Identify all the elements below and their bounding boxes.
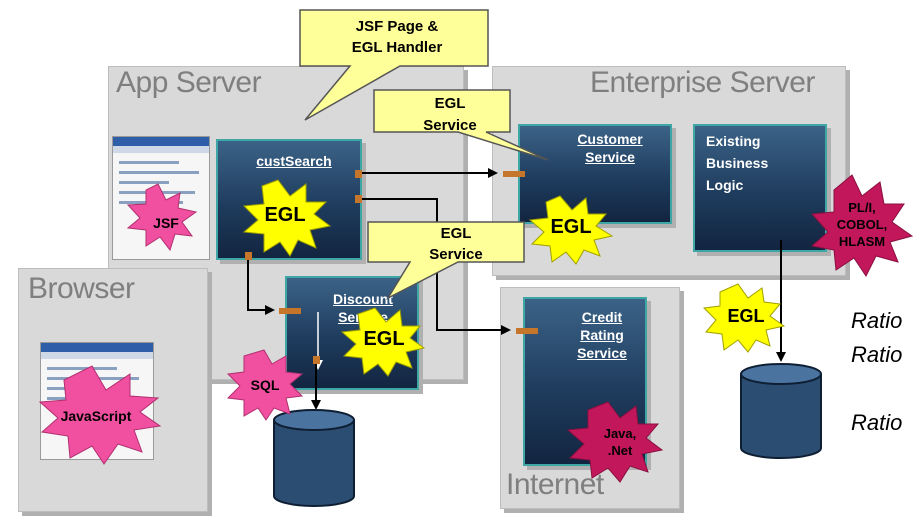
javascript-burst-icon <box>38 365 162 465</box>
egl-burst-customer-service <box>528 195 614 265</box>
sql-burst-icon <box>226 349 304 421</box>
cust-search-port-3 <box>245 252 252 260</box>
discount-service-port <box>279 308 301 314</box>
callout-egl-service-top-text-2: Service <box>423 117 477 134</box>
java-burst-label-2: .Net <box>607 443 633 458</box>
pli-burst-label-1: PL/I, <box>848 200 876 215</box>
existing-logic-label-1: Existing <box>706 133 761 149</box>
side-text-1: Ratio <box>851 308 903 333</box>
callout-egl-service-mid-text-2: Service <box>429 246 483 263</box>
egl-burst-discount-label: EGL <box>363 328 405 350</box>
database-icon-sql <box>273 409 355 507</box>
egl-burst-cust-search-label: EGL <box>264 204 306 226</box>
side-text-2: Ratio <box>851 342 903 367</box>
sql-burst-label: SQL <box>250 377 280 393</box>
egl-burst-customer-service-label: EGL <box>550 216 592 238</box>
callout-egl-service-top-text-1: EGL <box>434 95 466 112</box>
side-text-3: Ratio <box>851 410 903 435</box>
java-burst-icon <box>566 401 664 483</box>
existing-logic-box <box>693 124 827 252</box>
callout-egl-service-mid <box>367 221 525 300</box>
pli-burst-label-3: HLASM <box>838 234 886 249</box>
callout-egl-service-mid-text-1: EGL <box>440 225 472 242</box>
javascript-burst-label: JavaScript <box>60 408 132 424</box>
credit-rating-label: Credit Rating Service <box>577 309 627 361</box>
customer-service-port <box>503 171 525 177</box>
discount-service-port-bottom <box>313 356 320 364</box>
database-icon-legacy <box>740 363 822 459</box>
java-burst-label-1: Java, <box>603 426 637 441</box>
pli-burst-icon <box>810 174 914 277</box>
cust-search-port-2 <box>355 195 362 203</box>
jsf-burst-label: JSF <box>153 215 179 231</box>
jsf-burst-icon <box>126 183 198 252</box>
existing-logic-label-2: Business <box>706 155 769 171</box>
egl-burst-discount <box>340 307 426 377</box>
callout-jsf-page <box>299 9 489 121</box>
cust-search-label: custSearch <box>256 153 332 169</box>
callout-jsf-page-text-2: EGL Handler <box>351 39 443 56</box>
browser-title: Browser <box>28 272 135 305</box>
app-server-title: App Server <box>116 66 262 99</box>
customer-service-label: Customer Service <box>577 131 643 165</box>
callout-jsf-page-text-1: JSF Page & <box>355 18 439 35</box>
internet-title: Internet <box>506 468 604 501</box>
cust-search-port-1 <box>355 170 362 178</box>
credit-rating-port <box>516 328 538 334</box>
existing-logic-label-3: Logic <box>706 177 744 193</box>
egl-burst-cust-search <box>242 179 332 257</box>
egl-burst-right <box>702 283 786 353</box>
enterprise-server-title: Enterprise Server <box>590 66 815 99</box>
pli-burst-label-2: COBOL, <box>836 217 888 232</box>
egl-burst-right-label: EGL <box>727 306 765 326</box>
callout-egl-service-top <box>373 89 549 161</box>
